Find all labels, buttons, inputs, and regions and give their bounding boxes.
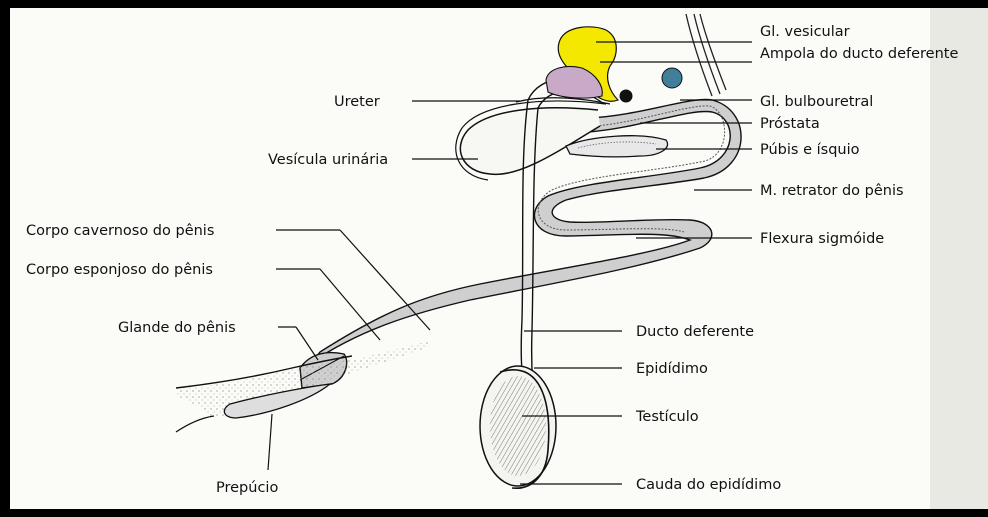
label-gl-bulbouretral: Gl. bulbouretral	[760, 94, 873, 110]
prepuce	[176, 340, 432, 432]
label-testiculo: Testículo	[635, 409, 699, 425]
label-epididimo: Epidídimo	[636, 361, 708, 377]
label-retrator: M. retrator do pênis	[760, 183, 904, 199]
label-ureter: Ureter	[334, 94, 380, 110]
testis	[480, 366, 556, 488]
label-ducto: Ducto deferente	[636, 324, 754, 340]
label-corpo-cavernoso: Corpo cavernoso do pênis	[26, 223, 214, 239]
pelvic-back-lines	[686, 14, 726, 96]
label-cauda: Cauda do epidídimo	[636, 477, 781, 493]
label-glande: Glande do pênis	[118, 320, 236, 336]
label-prostata: Próstata	[760, 116, 820, 132]
label-flexura: Flexura sigmóide	[760, 231, 884, 247]
prostate	[620, 90, 633, 103]
label-vesicula: Vesícula urinária	[268, 152, 388, 168]
pubis-ischium	[566, 136, 668, 157]
label-corpo-esponjoso: Corpo esponjoso do pênis	[26, 262, 213, 278]
label-ampola: Ampola do ducto deferente	[760, 46, 958, 62]
label-prepucio: Prepúcio	[216, 480, 278, 496]
bulbourethral-gland	[662, 68, 682, 88]
label-gl-vesicular: Gl. vesicular	[760, 24, 850, 40]
label-pubis: Púbis e ísquio	[760, 142, 860, 158]
